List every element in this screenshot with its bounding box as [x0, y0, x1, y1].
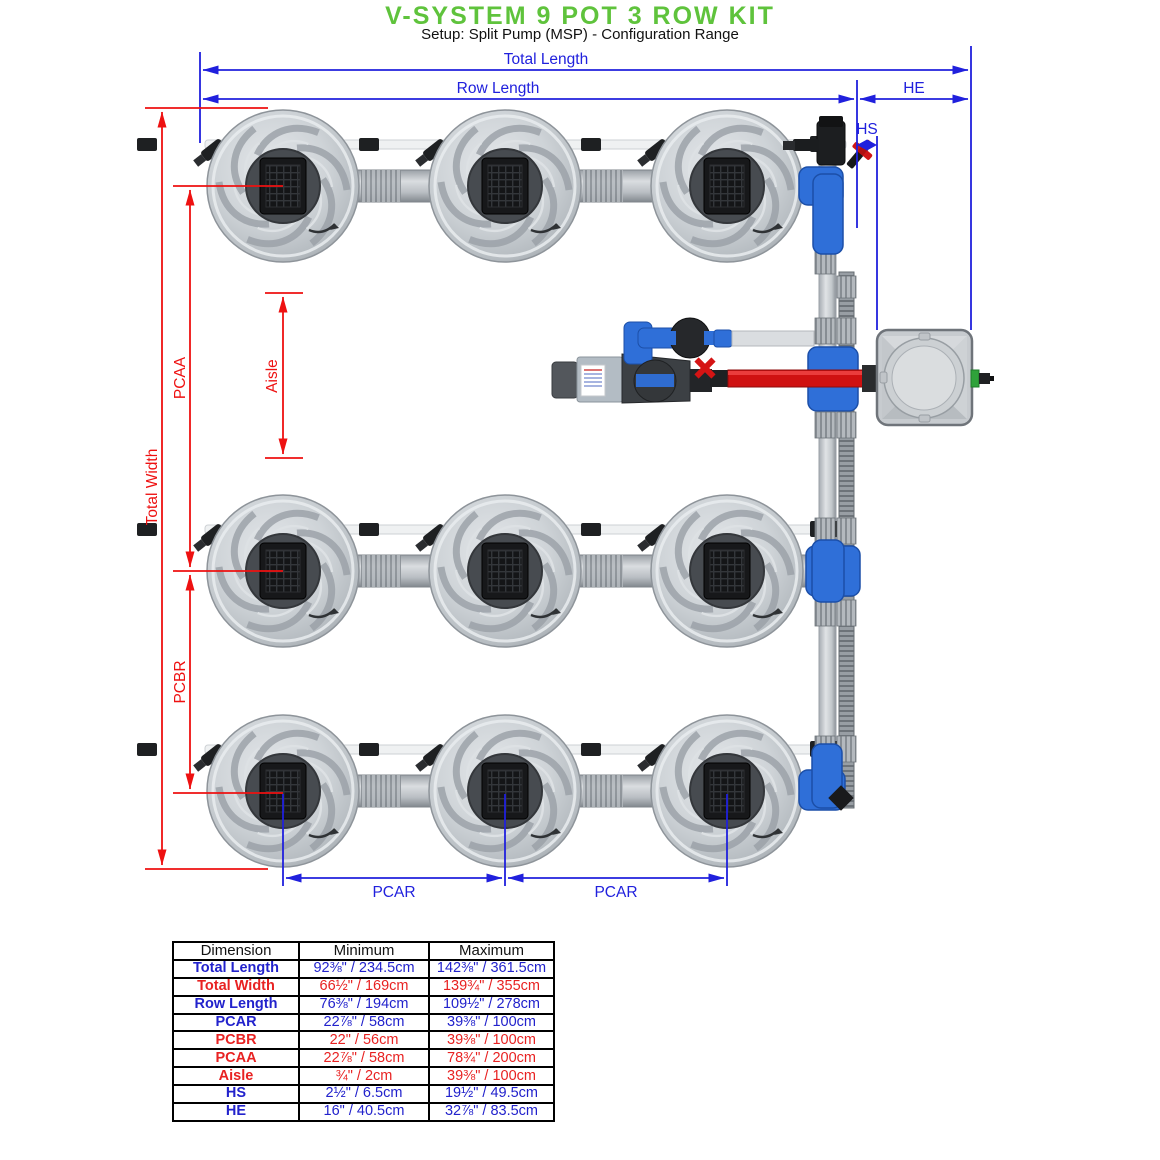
cell-minimum: 76⅜" / 194cm	[298, 994, 430, 1015]
cell-dimension: PCBR	[172, 1030, 300, 1051]
cell-minimum: 92⅜" / 234.5cm	[298, 958, 430, 979]
pcaa-label: PCAA	[172, 356, 189, 399]
total-length-label: Total Length	[504, 51, 588, 68]
cell-dimension: Aisle	[172, 1066, 300, 1087]
cell-dimension: HS	[172, 1084, 300, 1105]
cell-minimum: 2½" / 6.5cm	[298, 1084, 430, 1105]
spec-table-header-row: Dimension Minimum Maximum	[172, 941, 555, 961]
header-minimum: Minimum	[298, 941, 430, 961]
reservoir-drain-valve	[970, 369, 980, 388]
cell-dimension: PCAR	[172, 1012, 300, 1033]
cell-minimum: 22⅞" / 58cm	[298, 1012, 430, 1033]
pump-assembly	[551, 317, 815, 404]
cell-dimension: Row Length	[172, 994, 300, 1015]
cell-minimum: 22⅞" / 58cm	[298, 1048, 430, 1069]
cell-maximum: 19½" / 49.5cm	[428, 1084, 555, 1105]
cell-dimension: Total Length	[172, 958, 300, 979]
cell-maximum: 39⅜" / 100cm	[428, 1030, 555, 1051]
manifold-fittings	[798, 166, 861, 811]
shutoff-valve	[846, 139, 873, 169]
cell-maximum: 139¾" / 355cm	[428, 976, 555, 997]
cell-dimension: HE	[172, 1102, 300, 1122]
cell-minimum: 22" / 56cm	[298, 1030, 430, 1051]
hs-label: HS	[856, 121, 878, 138]
red-feed-pipe	[727, 365, 878, 392]
reservoir-inlet-fitting	[862, 365, 878, 392]
header-maximum: Maximum	[428, 941, 555, 961]
red-valve-handle	[694, 357, 716, 379]
row-length-label: Row Length	[457, 80, 540, 97]
total-width-label: Total Width	[144, 449, 161, 526]
cell-maximum: 39⅜" / 100cm	[428, 1066, 555, 1087]
cell-maximum: 78¾" / 200cm	[428, 1048, 555, 1069]
header-dimension: Dimension	[172, 941, 300, 961]
page-subtitle: Setup: Split Pump (MSP) - Configuration …	[421, 26, 739, 43]
pot-row-3	[137, 715, 846, 867]
cell-dimension: PCAA	[172, 1048, 300, 1069]
page-title: V-SYSTEM 9 POT 3 ROW KIT	[385, 2, 775, 30]
cell-dimension: Total Width	[172, 976, 300, 997]
cell-maximum: 142⅜" / 361.5cm	[428, 958, 555, 979]
hs-dimension	[857, 139, 877, 151]
cell-maximum: 32⅞" / 83.5cm	[428, 1102, 555, 1122]
dimension-lines-blue	[199, 46, 972, 886]
aisle-label: Aisle	[264, 359, 281, 393]
pcar-label-1: PCAR	[372, 884, 415, 901]
cell-minimum: ¾" / 2cm	[298, 1066, 430, 1087]
cell-minimum: 66½" / 169cm	[298, 976, 430, 997]
drain-fitting	[828, 785, 854, 811]
pcar-label-2: PCAR	[594, 884, 637, 901]
dimension-lines-red	[145, 107, 303, 870]
cell-maximum: 109½" / 278cm	[428, 994, 555, 1015]
pump-motor-cap	[551, 361, 579, 399]
cell-maximum: 39⅜" / 100cm	[428, 1012, 555, 1033]
reservoir	[875, 328, 994, 427]
pcbr-label: PCBR	[172, 660, 189, 703]
cell-minimum: 16" / 40.5cm	[298, 1102, 430, 1122]
pump-return-pipe	[731, 330, 815, 347]
he-label: HE	[903, 80, 925, 97]
